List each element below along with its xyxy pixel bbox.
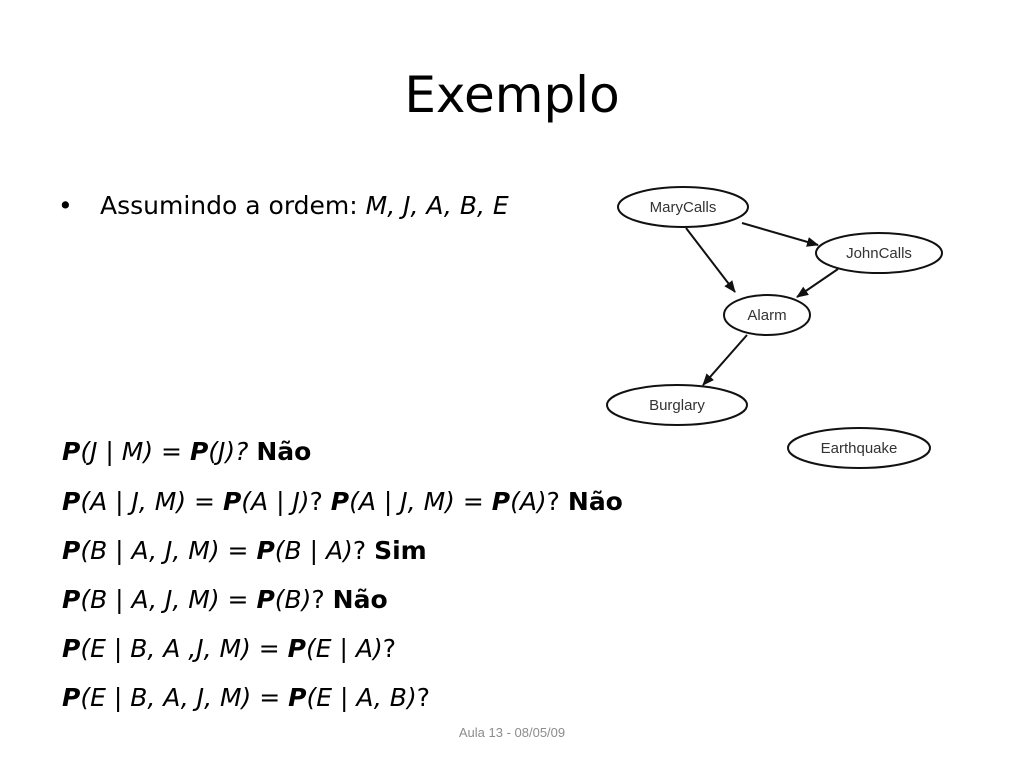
node-earthquake: Earthquake xyxy=(787,427,931,469)
bullet-prefix: Assumindo a ordem: xyxy=(100,191,366,220)
equation-5: P(E | B, A ,J, M) = P(E | A)? xyxy=(62,634,397,663)
equation-3: P(B | A, J, M) = P(B | A)? Sim xyxy=(62,536,427,565)
answer-2: Não xyxy=(567,487,623,516)
edge-marycalls-johncalls xyxy=(741,222,819,247)
equation-1: P(J | M) = P(J)? Não xyxy=(62,437,312,466)
edge-johncalls-alarm xyxy=(796,268,839,298)
answer-1: Não xyxy=(256,437,312,466)
node-johncalls: JohnCalls xyxy=(815,232,943,274)
bayes-network-diagram: MaryCalls JohnCalls Alarm Burglary Earth… xyxy=(606,186,943,469)
node-marycalls: MaryCalls xyxy=(617,186,749,228)
node-label-johncalls: JohnCalls xyxy=(846,245,912,262)
node-label-alarm: Alarm xyxy=(747,307,786,324)
node-label-earthquake: Earthquake xyxy=(821,440,898,457)
answer-3: Sim xyxy=(374,536,427,565)
bullet-dot: • xyxy=(58,191,73,220)
slide-footer: Aula 13 - 08/05/09 xyxy=(458,725,566,740)
bullet-order-variables: M, J, A, B, E xyxy=(365,191,509,220)
node-label-marycalls: MaryCalls xyxy=(650,199,717,216)
bullet-order: • Assumindo a ordem: M, J, A, B, E xyxy=(58,188,509,224)
equation-6: P(E | B, A, J, M) = P(E | A, B)? xyxy=(62,683,430,712)
node-label-burglary: Burglary xyxy=(649,397,705,414)
answer-4: Não xyxy=(332,585,388,614)
node-burglary: Burglary xyxy=(606,384,748,426)
slide-title: Exemplo xyxy=(404,66,620,124)
equation-2: P(A | J, M) = P(A | J)? P(A | J, M) = P(… xyxy=(62,487,623,516)
node-alarm: Alarm xyxy=(723,294,811,336)
equation-4: P(B | A, J, M) = P(B)? Não xyxy=(62,585,388,614)
edge-marycalls-alarm xyxy=(685,227,736,293)
edge-alarm-burglary xyxy=(702,334,748,386)
